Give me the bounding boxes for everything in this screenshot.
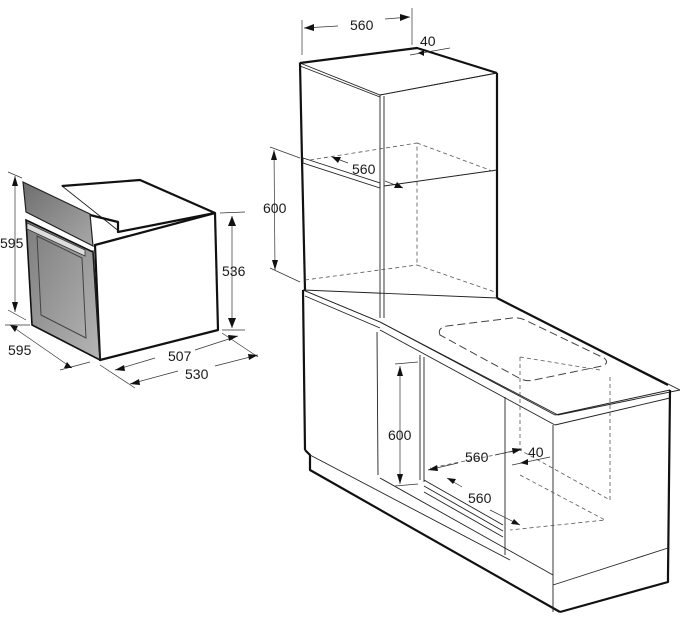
- base-cabinet: [301, 289, 680, 614]
- oven-body-height-label: 536: [222, 263, 246, 279]
- oven-height-label: 595: [0, 235, 24, 251]
- base-niche-height-label: 600: [388, 427, 412, 443]
- oven-dimensions: 595 595 536 507 530: [0, 171, 259, 389]
- oven-drawing: [22, 178, 220, 362]
- oven-total-depth-label: 530: [185, 366, 209, 382]
- tall-niche-height-label: 600: [263, 200, 287, 216]
- base-back-gap-label: 40: [528, 444, 544, 460]
- oven-body-depth-label: 507: [168, 348, 192, 364]
- tall-back-gap-label: 40: [420, 33, 436, 49]
- base-niche-depth-label: 560: [468, 490, 492, 506]
- tall-width-label: 560: [350, 17, 374, 33]
- tall-cabinet: [298, 46, 499, 318]
- tall-niche-depth-label: 560: [352, 161, 376, 177]
- base-cabinet-dimensions: 600 560 40 560: [388, 361, 551, 526]
- base-niche-width-label: 560: [465, 449, 489, 465]
- oven-width-label: 595: [8, 342, 32, 358]
- tall-cabinet-dimensions: 560 40 560 600: [263, 8, 451, 283]
